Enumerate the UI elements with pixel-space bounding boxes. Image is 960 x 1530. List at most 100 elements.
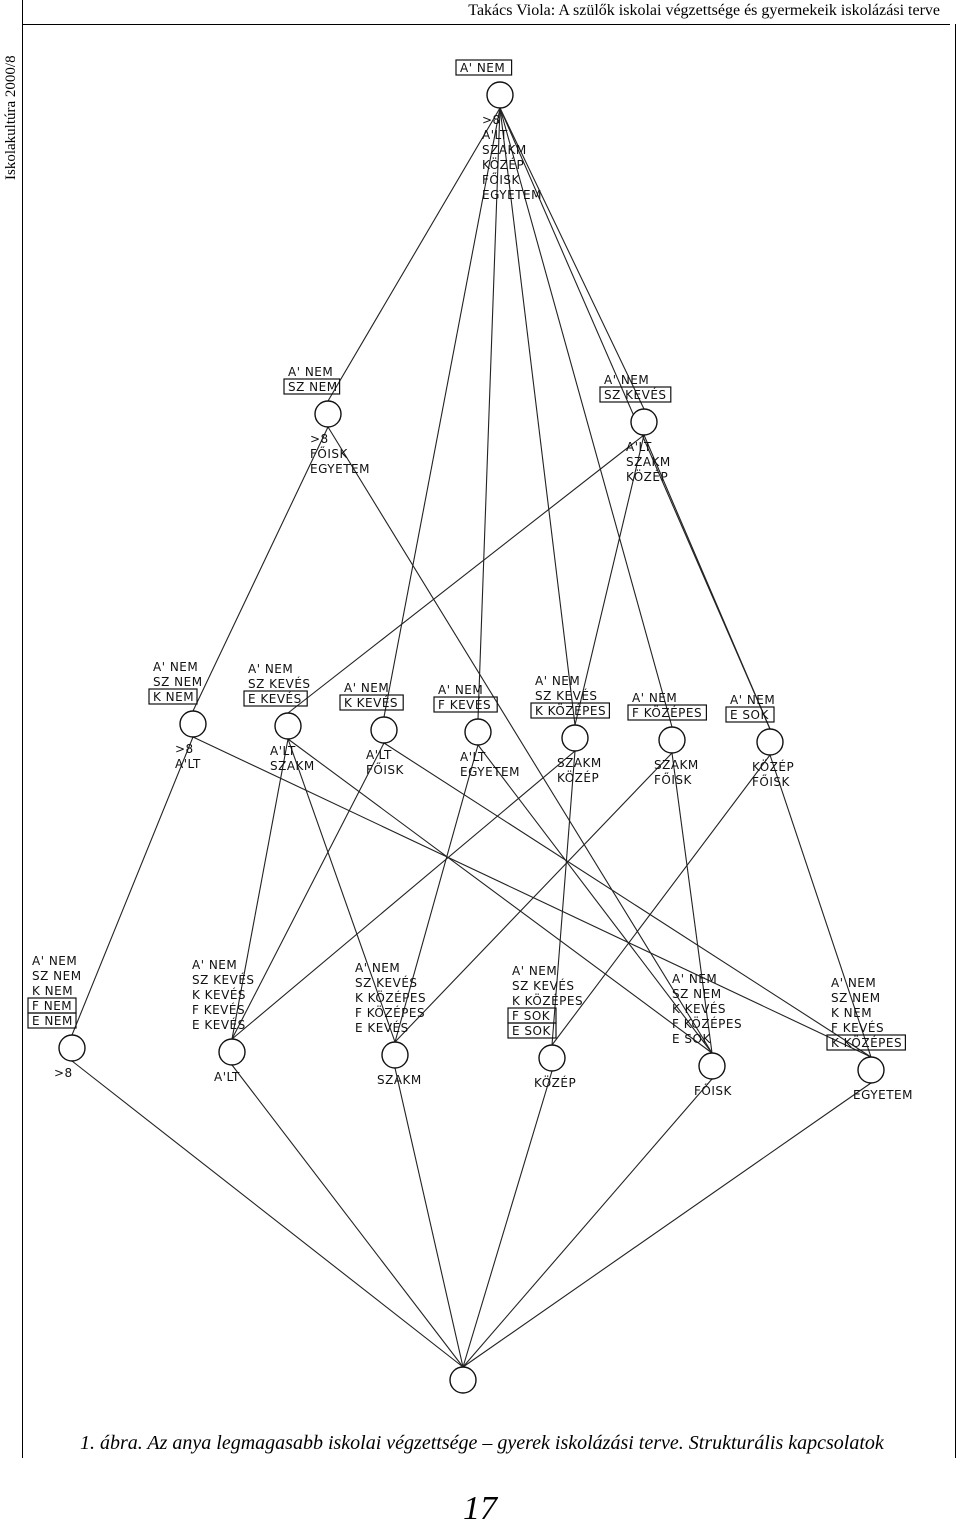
edge-top-l1a [327, 107, 501, 402]
node-label-line: A' NEM [288, 365, 333, 379]
label-box [627, 704, 708, 721]
running-head: Takács Viola: A szülők iskolai végzettsé… [468, 2, 940, 19]
edge-l2b-l3e [287, 738, 713, 1054]
node-label-line: SZ NEM [672, 987, 722, 1001]
node-label-line: A' NEM [460, 61, 505, 75]
label-box [27, 1012, 77, 1029]
node-sublabel-line: SZAKM [626, 455, 671, 469]
node-label-line: F NEM [32, 999, 72, 1013]
node-circle [658, 726, 686, 754]
node-sublabel-line: FŐISK [654, 772, 693, 787]
edge-l2f-l3e [671, 752, 713, 1054]
header-rule [22, 24, 950, 25]
node-label-line: A' NEM [344, 681, 389, 695]
node-label-line: K KEVÉS [344, 695, 398, 710]
node-sublabel-line: A'LT [270, 744, 296, 758]
node-sublabel-line: FŐISK [482, 172, 521, 187]
node-label-line: SZ KEVÉS [604, 387, 667, 402]
node-sublabel-line: A'LT [175, 757, 201, 771]
node-sublabel-line: >8 [310, 432, 329, 446]
node-sublabel-line: EGYETEM [853, 1088, 913, 1102]
label-box [507, 1022, 557, 1039]
node-circle [630, 408, 658, 436]
node-label-line: E SOK [672, 1032, 711, 1046]
node-label-line: A' NEM [355, 961, 400, 975]
node-label-line: K NEM [831, 1006, 872, 1020]
node-sublabel-line: FŐISK [366, 762, 405, 777]
edge-top-l1b [499, 107, 645, 410]
node-label-line: K KEVÉS [672, 1001, 726, 1016]
node-circle [756, 728, 784, 756]
node-sublabel-line: SZAKM [654, 758, 699, 772]
node-sublabel-line: KÖZÉP [626, 468, 668, 484]
edge-l1b-l2g [643, 434, 771, 730]
node-label-line: K KÖZÉPES [512, 992, 583, 1008]
node-label-line: A' NEM [248, 662, 293, 676]
edge-l2g-l3d [551, 754, 771, 1046]
edge-l2d-l3e [477, 744, 713, 1054]
edge-l2d-l3c [394, 744, 479, 1043]
node-label-line: K KÖZÉPES [831, 1034, 902, 1050]
figure-edges [71, 107, 872, 1368]
node-label-line: SZ KEVÉS [355, 975, 418, 990]
node-circle [179, 710, 207, 738]
edge-l2b-l3c [287, 738, 396, 1043]
node-sublabel-line: >8 [482, 113, 501, 127]
label-box [530, 702, 611, 719]
node-circle [274, 712, 302, 740]
node-label-line: F KEVÉS [438, 697, 491, 712]
edge-l3b-bottom [231, 1064, 464, 1368]
edge-l2e-l3b [231, 750, 576, 1040]
node-label-line: A' NEM [831, 976, 876, 990]
node-label-line: A' NEM [512, 964, 557, 978]
node-sublabel-line: FŐISK [694, 1083, 733, 1098]
node-label-line: E SOK [730, 708, 769, 722]
label-box [148, 688, 198, 705]
node-circle [314, 400, 342, 428]
label-box [433, 696, 498, 713]
node-label-line: A' NEM [632, 691, 677, 705]
node-label-line: K KÖZÉPES [535, 702, 606, 718]
edge-l1b-l2e [574, 434, 645, 726]
node-sublabel-line: FŐISK [752, 774, 791, 789]
node-label-line: E KEVÉS [192, 1017, 246, 1032]
node-label-line: F KÖZÉPES [355, 1004, 425, 1020]
edge-top-l2f [499, 107, 673, 728]
node-sublabel-line: EGYETEM [460, 765, 520, 779]
node-sublabel-line: SZAKM [377, 1073, 422, 1087]
node-circle [218, 1038, 246, 1066]
node-label-line: K NEM [32, 984, 73, 998]
node-label-line: F KEVÉS [831, 1020, 884, 1035]
node-sublabel-line: A'LT [626, 440, 652, 454]
node-sublabel-line: EGYETEM [310, 462, 370, 476]
node-label-line: E NEM [32, 1014, 73, 1028]
node-sublabel-line: A'LT [366, 748, 392, 762]
node-circle [449, 1366, 477, 1394]
node-label-line: K NEM [153, 690, 194, 704]
node-label-line: SZ KEVÉS [535, 688, 598, 703]
edge-l3c-bottom [394, 1067, 464, 1368]
edge-top-l2e [499, 107, 576, 726]
node-sublabel-line: A'LT [482, 128, 508, 142]
node-circle [464, 718, 492, 746]
node-label-line: SZ KEVÉS [512, 978, 575, 993]
node-sublabel-line: >8 [54, 1066, 73, 1080]
node-sublabel-line: KÖZÉP [534, 1074, 576, 1090]
node-sublabel-line: SZAKM [270, 759, 315, 773]
edge-l1a-l3e [327, 426, 713, 1054]
node-sublabel-line: A'LT [214, 1070, 240, 1084]
node-label-line: F SOK [512, 1009, 551, 1023]
node-circle [538, 1044, 566, 1072]
node-circle [857, 1056, 885, 1084]
